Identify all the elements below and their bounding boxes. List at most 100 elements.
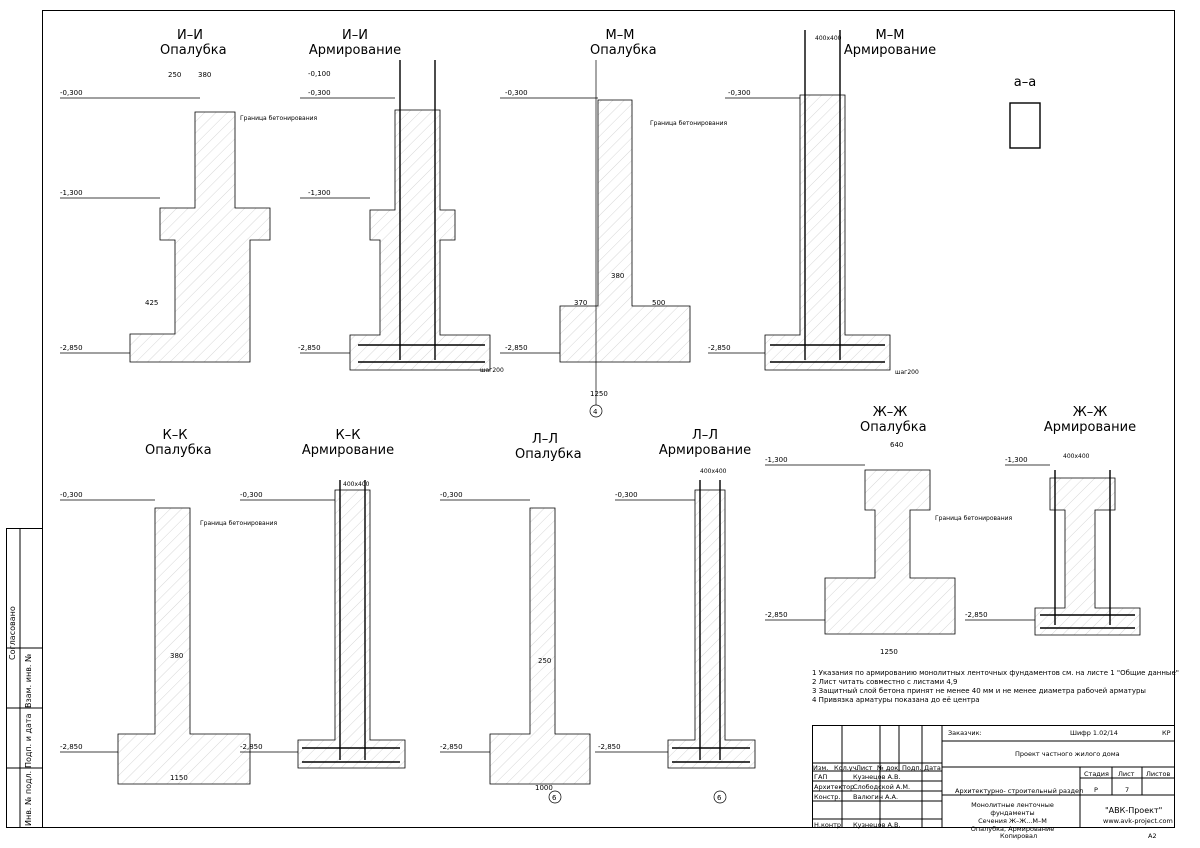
ii-formwork-shape (129, 111, 271, 363)
tb-sheet-label: Лист (1118, 770, 1135, 778)
tb-format: А2 (1148, 832, 1157, 840)
tb-n0: Кузнецов А.В. (853, 773, 901, 781)
tb-h4: Подп. (902, 764, 922, 772)
svg-text:-0,300: -0,300 (615, 491, 638, 499)
svg-text:400x400: 400x400 (343, 481, 370, 488)
mm-formwork-shape (559, 99, 691, 363)
svg-text:-1,300: -1,300 (765, 456, 788, 464)
svg-text:640: 640 (890, 441, 903, 449)
svg-text:-2,850: -2,850 (505, 344, 528, 352)
mm-rebar-shape (764, 94, 891, 371)
svg-text:400x400: 400x400 (1063, 453, 1090, 460)
note-3: 3 Защитный слой бетона принят не менее 4… (812, 687, 1146, 695)
svg-text:1000: 1000 (535, 784, 553, 792)
svg-text:380: 380 (170, 652, 183, 660)
svg-text:425: 425 (145, 299, 158, 307)
svg-text:-2,850: -2,850 (440, 743, 463, 751)
svg-text:1150: 1150 (170, 774, 188, 782)
svg-text:Граница бетонирования: Граница бетонирования (935, 515, 1013, 522)
svg-text:400x400: 400x400 (700, 468, 727, 475)
svg-text:-0,300: -0,300 (505, 89, 528, 97)
tb-section: Архитектурно- строительный раздел (955, 787, 1084, 795)
ll-formwork-shape (489, 507, 591, 785)
tb-sheets-label: Листов (1146, 770, 1171, 778)
tb-sheet: 7 (1125, 786, 1130, 794)
svg-text:4: 4 (593, 408, 598, 416)
svg-text:-0,100: -0,100 (308, 70, 331, 78)
svg-text:-1,300: -1,300 (1005, 456, 1028, 464)
tb-h3: № док. (877, 764, 901, 772)
tb-stage: Р (1094, 786, 1098, 794)
svg-text:-0,300: -0,300 (440, 491, 463, 499)
zz-rebar-shape (1034, 477, 1141, 636)
svg-text:Граница бетонирования: Граница бетонирования (200, 520, 278, 527)
svg-text:-2,850: -2,850 (60, 344, 83, 352)
svg-text:-0,300: -0,300 (60, 89, 83, 97)
svg-text:-2,850: -2,850 (240, 743, 263, 751)
tb-site: www.avk-project.com (1103, 817, 1173, 825)
tb-copied: Копировал (1000, 832, 1038, 840)
svg-text:-2,850: -2,850 (765, 611, 788, 619)
svg-text:6: 6 (717, 794, 722, 802)
svg-text:Граница бетонирования: Граница бетонирования (650, 120, 728, 127)
svg-text:-2,850: -2,850 (598, 743, 621, 751)
note-4: 4 Привязка арматуры показана до её центр… (812, 696, 980, 704)
note-1: 1 Указания по армированию монолитных лен… (812, 669, 1179, 677)
svg-text:-1,300: -1,300 (308, 189, 331, 197)
svg-text:-1,300: -1,300 (60, 189, 83, 197)
kk-rebar-shape (297, 489, 406, 769)
tb-h1: Кол.уч. (834, 764, 859, 772)
drawing-frame (42, 10, 1175, 828)
svg-text:380: 380 (611, 272, 624, 280)
tb-kr: КР (1162, 729, 1171, 737)
side-strip (6, 528, 43, 828)
tb-r1: Архитектор (814, 783, 855, 791)
svg-text:-2,850: -2,850 (708, 344, 731, 352)
tb-n3: Кузнецов А.В. (853, 821, 901, 829)
svg-text:250: 250 (168, 71, 181, 79)
tb-r0: ГАП (814, 773, 828, 781)
tb-r3: Н.контр (814, 821, 842, 829)
title-aa: а–а (1013, 75, 1037, 90)
tb-n2: Валюгин А.А. (853, 793, 899, 801)
tb-sheet-title: Монолитные ленточные фундаменты Сечения … (970, 801, 1055, 833)
tb-h5: Дата (924, 764, 941, 772)
ii-rebar-shape (349, 109, 491, 371)
svg-text:-0,300: -0,300 (60, 491, 83, 499)
tb-project: Проект частного жилого дома (1015, 750, 1120, 758)
svg-text:6: 6 (552, 794, 557, 802)
title-block (812, 725, 1175, 828)
svg-text:250: 250 (538, 657, 551, 665)
tb-h2: Лист (856, 764, 873, 772)
tb-customer: Заказчик: (948, 729, 982, 737)
tb-stage-label: Стадия (1084, 770, 1109, 778)
ll-rebar-shape (667, 489, 756, 769)
svg-text:400x400: 400x400 (815, 35, 842, 42)
tb-code: Шифр 1.02/14 (1070, 729, 1118, 737)
svg-text:шаг200: шаг200 (480, 367, 504, 374)
svg-text:1250: 1250 (590, 390, 608, 398)
tb-company: "АВК-Проект" (1105, 806, 1163, 815)
svg-text:1250: 1250 (880, 648, 898, 656)
kk-formwork-shape (117, 507, 251, 785)
svg-text:шаг200: шаг200 (895, 369, 919, 376)
svg-text:-2,850: -2,850 (298, 344, 321, 352)
tb-h0: Изм. (813, 764, 829, 772)
svg-text:-0,300: -0,300 (308, 89, 331, 97)
note-2: 2 Лист читать совместно с листами 4,9 (812, 678, 958, 686)
svg-text:-2,850: -2,850 (965, 611, 988, 619)
svg-text:500: 500 (652, 299, 665, 307)
tb-r2: Констр. (814, 793, 841, 801)
svg-text:-0,300: -0,300 (728, 89, 751, 97)
svg-text:380: 380 (198, 71, 211, 79)
